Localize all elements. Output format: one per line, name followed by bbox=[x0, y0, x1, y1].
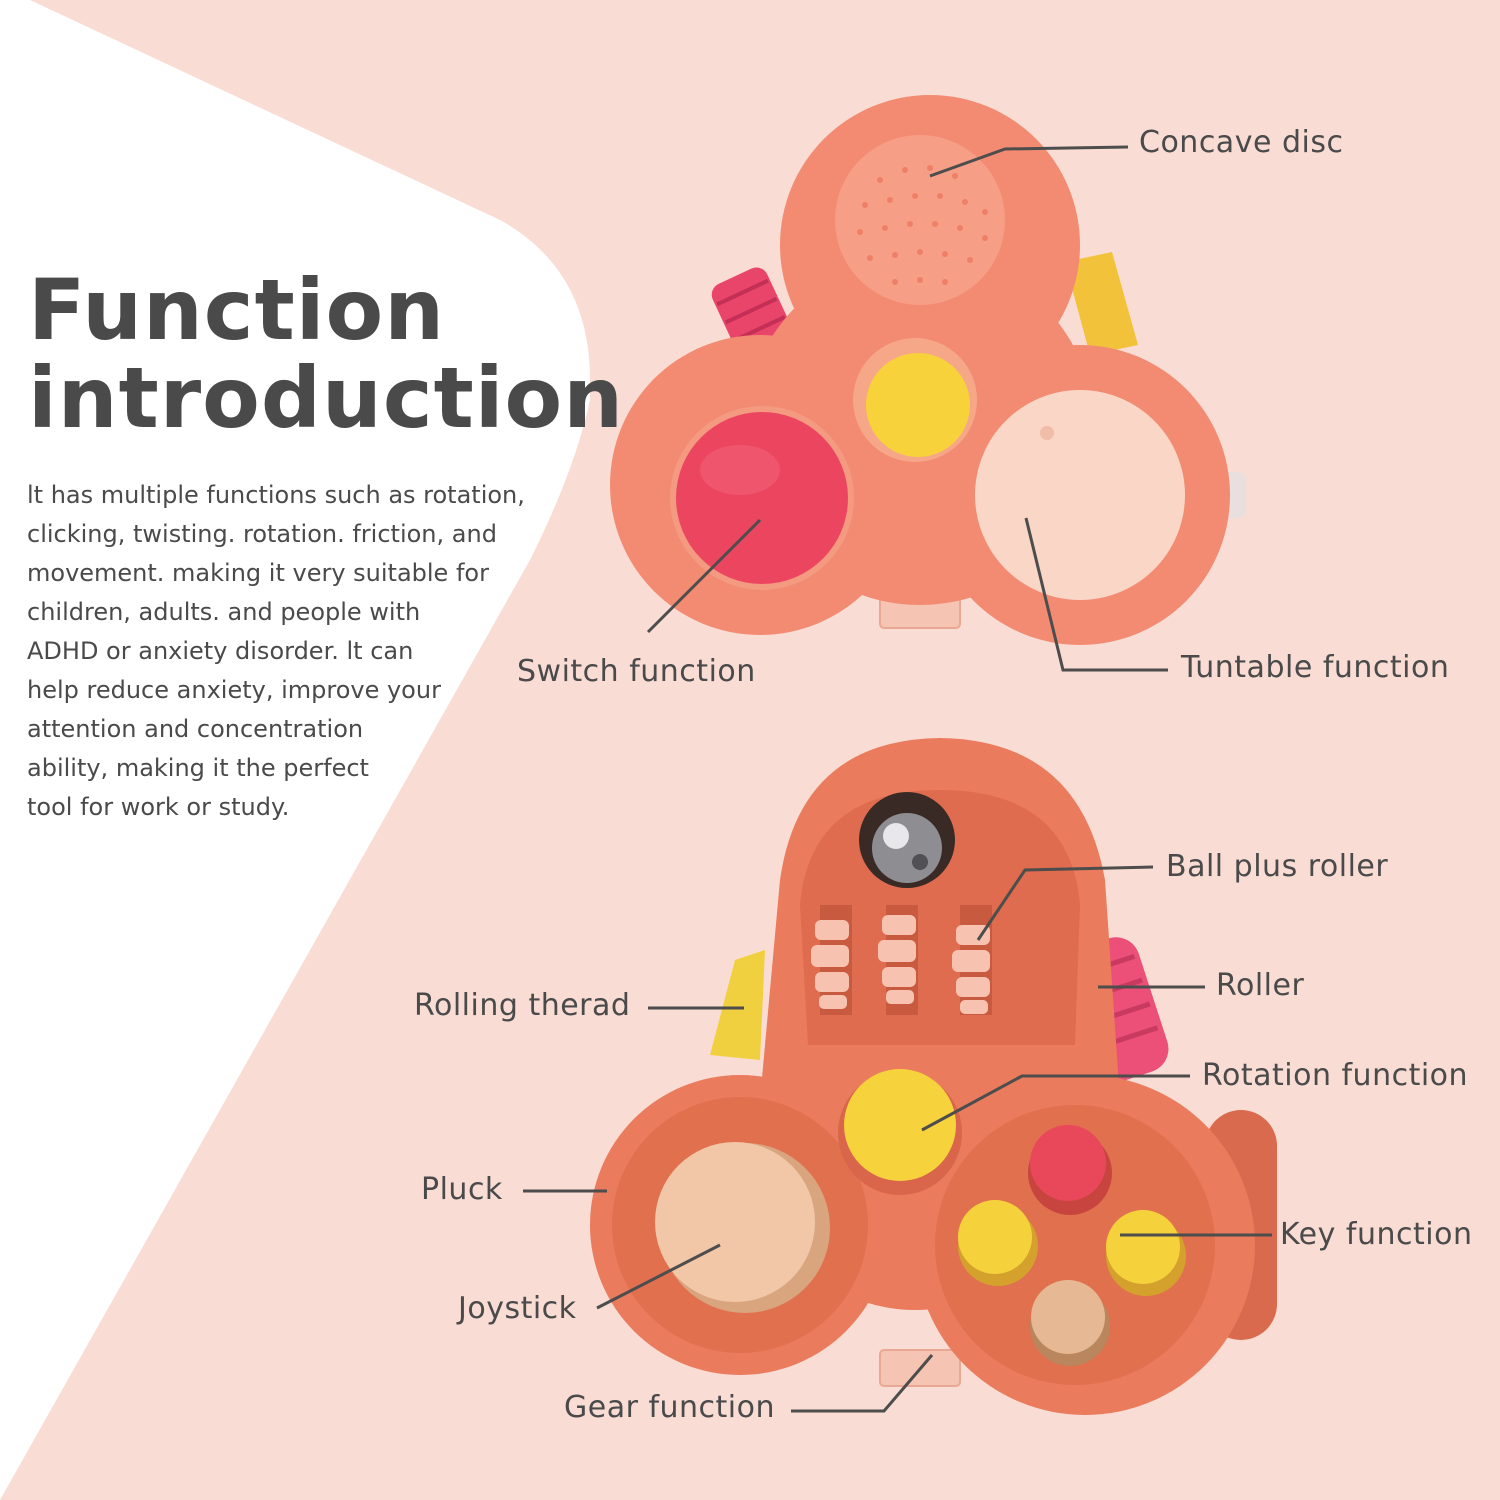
label-switch-function: Switch function bbox=[517, 654, 756, 689]
label-key-function: Key function bbox=[1280, 1217, 1473, 1252]
turntable-disc bbox=[975, 390, 1185, 600]
joystick-knob bbox=[655, 1142, 815, 1302]
top-fidget-toy bbox=[610, 95, 1246, 645]
key-yellow-left bbox=[958, 1200, 1032, 1274]
label-ball-plus-roller: Ball plus roller bbox=[1166, 849, 1389, 884]
metal-ball bbox=[872, 813, 942, 883]
page-title-line-2: introduction bbox=[28, 349, 625, 447]
label-tuntable-function: Tuntable function bbox=[1181, 650, 1450, 685]
key-yellow-right bbox=[1106, 1210, 1180, 1284]
label-rotation-function: Rotation function bbox=[1202, 1058, 1469, 1093]
intro-line: lt has multiple functions such as rotati… bbox=[27, 481, 525, 509]
key-tan-button bbox=[1031, 1280, 1105, 1354]
intro-line: movement. making it very suitable for bbox=[27, 559, 489, 587]
intro-line: tool for work or study. bbox=[27, 793, 290, 821]
concave-disc bbox=[835, 135, 1005, 305]
intro-line: children, adults. and people with bbox=[27, 598, 421, 626]
label-roller: Roller bbox=[1216, 968, 1305, 1003]
page-title-line-1: Function bbox=[28, 261, 446, 359]
bottom-yellow-side bbox=[710, 950, 765, 1060]
label-pluck: Pluck bbox=[421, 1172, 503, 1207]
bottom-fidget-toy bbox=[590, 738, 1277, 1415]
label-gear-function: Gear function bbox=[564, 1390, 776, 1425]
label-joystick: Joystick bbox=[458, 1291, 577, 1326]
rotation-yellow-button bbox=[844, 1069, 956, 1181]
intro-line: ADHD or anxiety disorder. lt can bbox=[27, 637, 414, 665]
leader-lines bbox=[523, 145, 1272, 1413]
rolling-gears bbox=[811, 905, 992, 1015]
intro-line: attention and concentration bbox=[27, 715, 364, 743]
concave-disc-dots bbox=[857, 165, 988, 285]
intro-line: clicking, twisting. rotation. friction, … bbox=[27, 520, 497, 548]
intro-line: ability, making it the perfect bbox=[27, 754, 369, 782]
label-concave-disc: Concave disc bbox=[1139, 125, 1344, 160]
label-rolling-therad: Rolling therad bbox=[414, 988, 631, 1023]
intro-paragraph: lt has multiple functions such as rotati… bbox=[27, 476, 557, 827]
key-red-button bbox=[1030, 1125, 1106, 1201]
top-yellow-side bbox=[1065, 252, 1138, 355]
top-center-yellow-button bbox=[866, 353, 970, 457]
switch-red-button bbox=[676, 412, 848, 584]
intro-line: help reduce anxiety, improve your bbox=[27, 676, 441, 704]
white-panel bbox=[0, 0, 590, 1500]
